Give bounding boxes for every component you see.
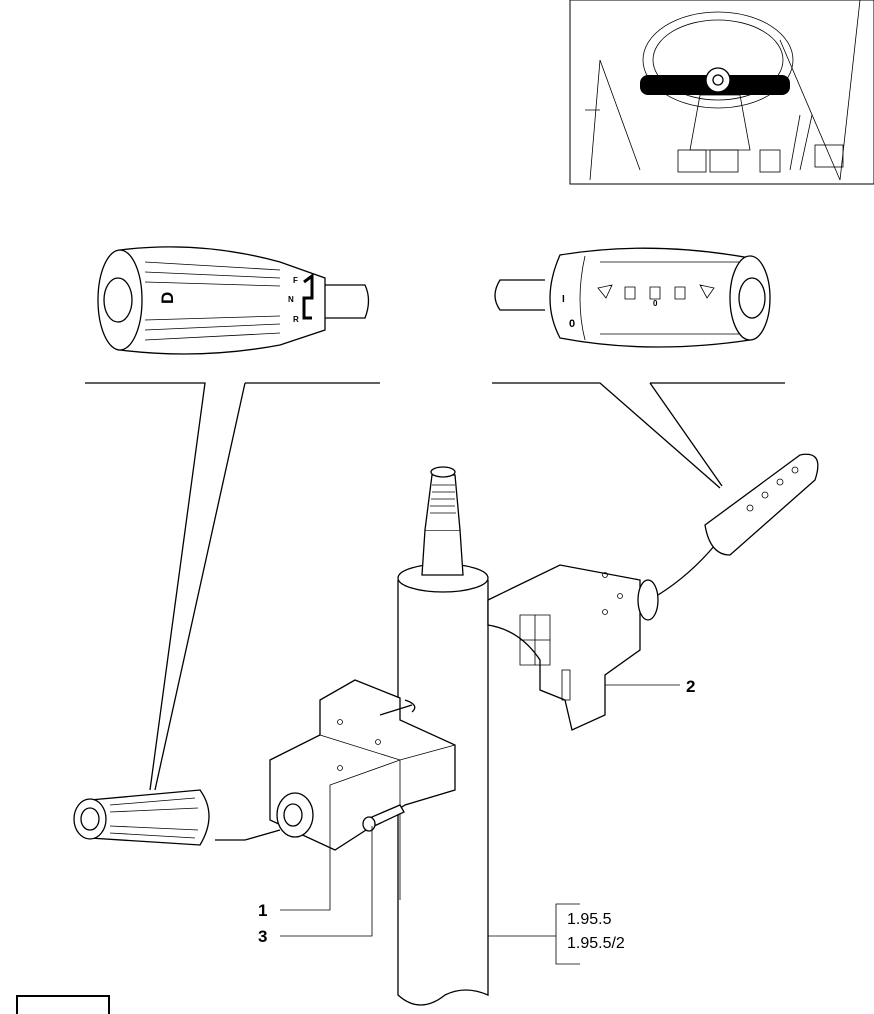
- right-switch: [487, 453, 819, 731]
- reference-bracket: [488, 903, 580, 965]
- location-inset: [569, 0, 874, 185]
- position-n: N: [288, 295, 294, 304]
- right-knob-detail: I 0 0: [494, 247, 771, 348]
- position-f: F: [293, 276, 298, 285]
- position-r: R: [293, 315, 299, 324]
- reference-2: 1.95.5/2: [567, 935, 625, 952]
- callout-lines-1-3: [280, 826, 373, 937]
- svg-text:D: D: [158, 292, 177, 304]
- leader-right-detail: [492, 382, 785, 489]
- reference-1: 1.95.5: [567, 911, 612, 928]
- marking-i: I: [562, 294, 565, 305]
- callout-1: 1: [258, 901, 267, 920]
- footer-box: [16, 995, 110, 1014]
- marking-0-lights: 0: [653, 299, 658, 308]
- marking-0-ring: 0: [569, 318, 575, 330]
- left-knob-detail: D F N R: [97, 246, 370, 355]
- callout-3: 3: [258, 927, 267, 946]
- callout-2: 2: [686, 677, 695, 696]
- leader-left-detail: [85, 382, 380, 791]
- left-switch: [73, 679, 456, 900]
